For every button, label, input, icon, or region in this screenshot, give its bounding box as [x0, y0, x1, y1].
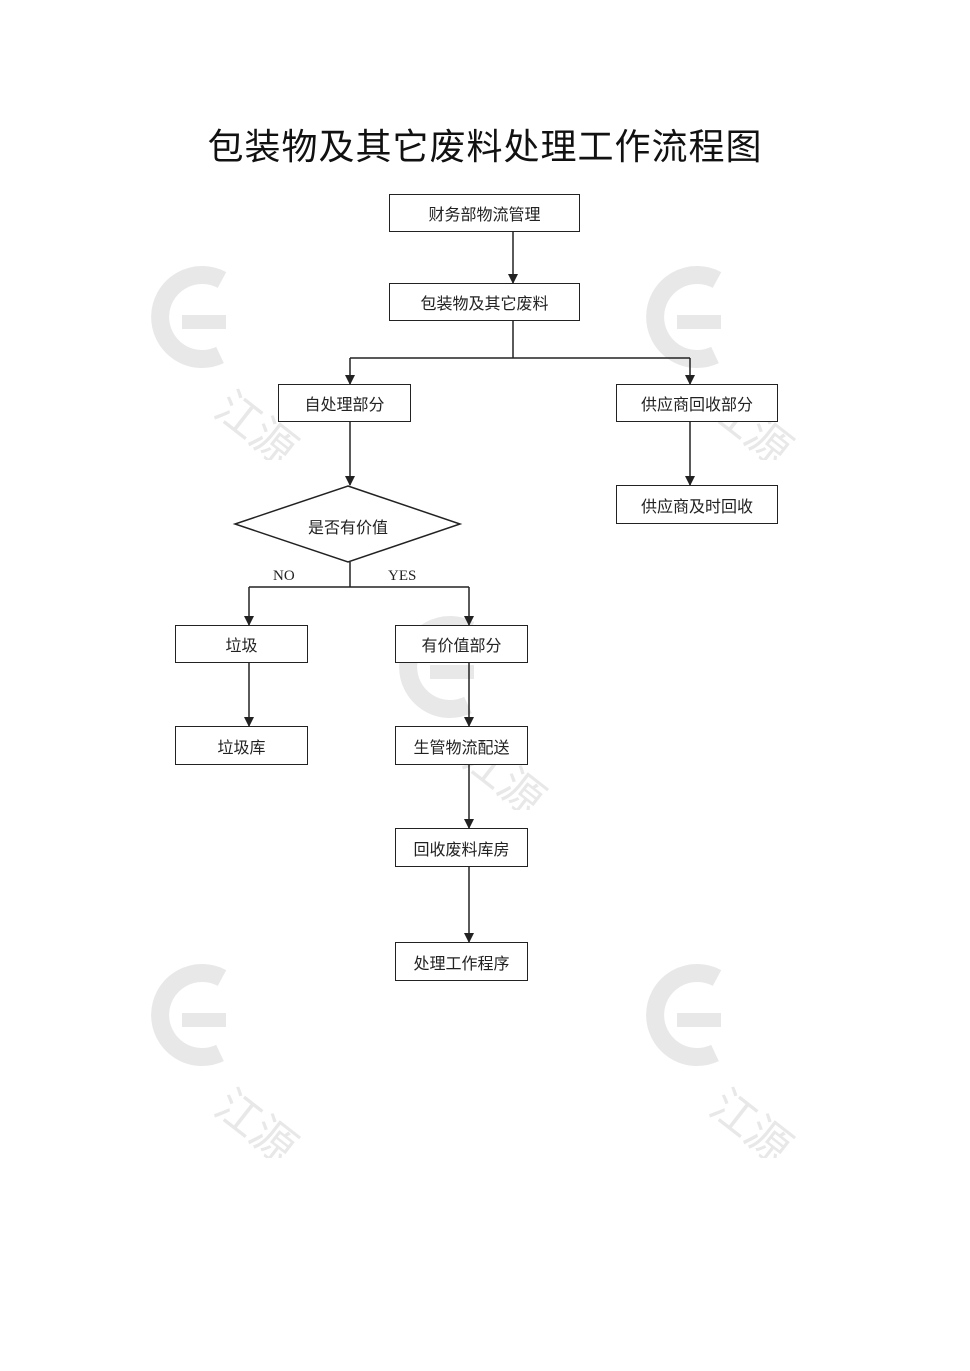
node-logistics-distribution: 生管物流配送 — [395, 726, 528, 765]
watermark-logo: 江源 — [151, 964, 306, 1158]
node-supplier-timely-recycle: 供应商及时回收 — [616, 485, 778, 524]
watermark-logo: 江源 — [646, 964, 801, 1158]
node-valuable-part: 有价值部分 — [395, 625, 528, 663]
page-title: 包装物及其它废料处理工作流程图 — [207, 127, 763, 168]
branch-label-yes: YES — [388, 568, 417, 584]
node-garbage: 垃圾 — [175, 625, 308, 663]
node-finance-logistics: 财务部物流管理 — [389, 194, 580, 232]
node-self-processing: 自处理部分 — [278, 384, 411, 422]
node-supplier-recycle-part: 供应商回收部分 — [616, 384, 778, 422]
node-processing-procedure: 处理工作程序 — [395, 942, 528, 981]
decision-label: 是否有价值 — [307, 518, 388, 537]
decision-diamond — [232, 485, 463, 563]
branch-label-no: NO — [273, 568, 295, 584]
node-garbage-store: 垃圾库 — [175, 726, 308, 765]
node-recycle-storage: 回收废料库房 — [395, 828, 528, 867]
node-packaging-waste: 包装物及其它废料 — [389, 283, 580, 321]
